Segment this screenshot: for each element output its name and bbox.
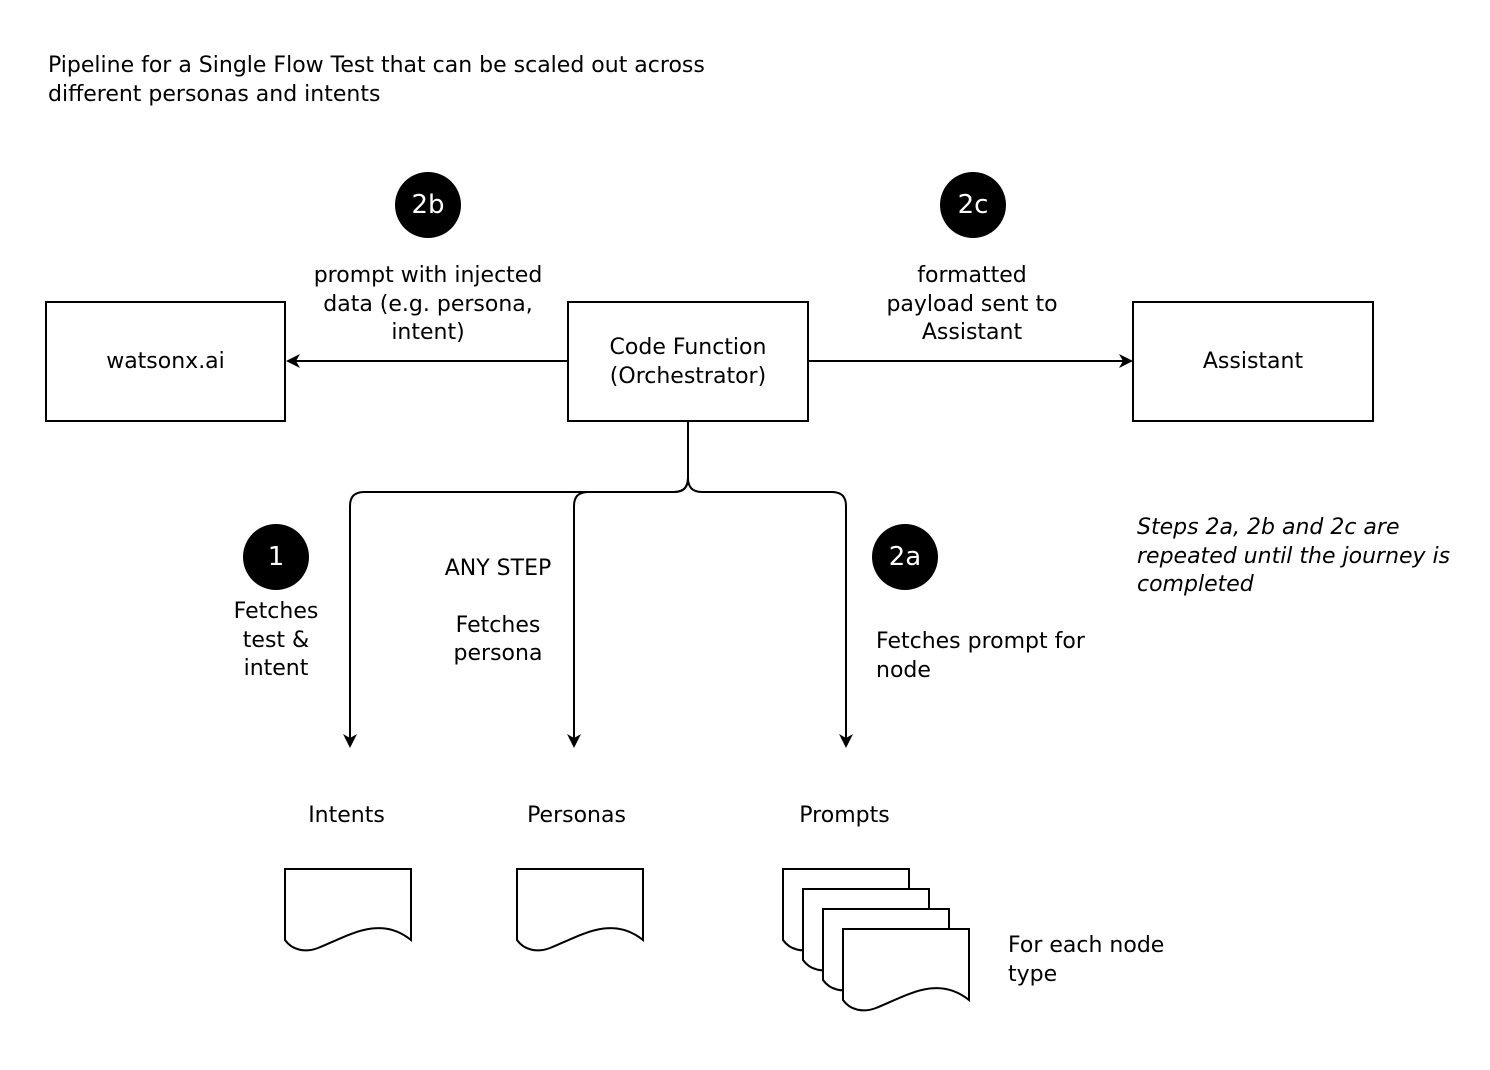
step-1-badge: 1 <box>243 524 309 590</box>
step-2b-description: prompt with injected data (e.g. persona,… <box>298 262 558 348</box>
step-2b-line-1: prompt with injected <box>313 263 543 288</box>
watsonx-label: watsonx.ai <box>106 349 225 374</box>
step-2c-line-2: payload sent to <box>886 291 1058 317</box>
step-2b-badge: 2b <box>395 172 461 238</box>
step-2a-badge-label: 2a <box>888 542 922 572</box>
step-2c-badge-label: 2c <box>957 190 989 220</box>
step-2c-badge: 2c <box>940 172 1006 238</box>
step-2c-description: formatted payload sent to Assistant <box>862 262 1082 348</box>
assistant-label: Assistant <box>1202 349 1304 374</box>
repeat-note: Steps 2a, 2b and 2c are repeated until t… <box>1137 514 1450 600</box>
prompts-document-stack-icon <box>782 868 970 1012</box>
title-line-2: different personas and intents <box>48 81 381 107</box>
prompts-note: For each node type <box>1008 932 1164 989</box>
step-1-description: Fetches test & intent <box>216 598 336 684</box>
step-2a-line-1: Fetches prompt for <box>876 629 1085 654</box>
prompts-label: Prompts <box>778 802 911 831</box>
repeat-note-line-3: completed <box>1137 572 1254 597</box>
step-1-line-2: test & <box>242 627 310 653</box>
intents-document-icon <box>284 868 412 952</box>
step-2c-line-3: Assistant <box>921 320 1023 345</box>
intents-label: Intents <box>280 802 413 831</box>
prompts-note-line-1: For each node <box>1008 933 1165 958</box>
orchestrator-label-line-2: (Orchestrator) <box>609 363 767 389</box>
step-2a-line-2: node <box>876 657 931 683</box>
step-1-badge-label: 1 <box>267 542 285 572</box>
step-1-line-1: Fetches <box>233 599 319 624</box>
repeat-note-line-2: repeated until the journey is <box>1137 543 1451 569</box>
step-1-line-3: intent <box>243 656 309 681</box>
personas-document-icon <box>516 868 644 952</box>
orchestrator-label-line-1: Code Function <box>609 334 767 360</box>
step-2b-badge-label: 2b <box>411 190 445 220</box>
intents-label-text: Intents <box>308 803 385 828</box>
any-step-line-1: Fetches <box>455 612 541 638</box>
any-step-heading: ANY STEP <box>444 556 552 581</box>
arrow-to-prompts <box>687 477 853 748</box>
prompts-note-line-2: type <box>1008 961 1058 987</box>
repeat-note-line-1: Steps 2a, 2b and 2c are <box>1137 515 1400 540</box>
personas-label: Personas <box>510 802 643 831</box>
watsonx-node: watsonx.ai <box>45 301 286 422</box>
step-2a-description: Fetches prompt for node <box>876 628 1085 685</box>
step-2b-line-3: intent) <box>391 320 465 345</box>
any-step-spacer <box>418 584 578 612</box>
orchestrator-node: Code Function (Orchestrator) <box>567 301 809 422</box>
personas-label-text: Personas <box>527 803 626 828</box>
step-2b-line-2: data (e.g. persona, <box>323 291 533 317</box>
any-step-description: ANY STEP Fetches persona <box>418 555 578 669</box>
step-2c-line-1: formatted <box>917 263 1027 288</box>
arrow-to-personas <box>567 477 689 748</box>
prompts-label-text: Prompts <box>799 803 890 828</box>
diagram-title: Pipeline for a Single Flow Test that can… <box>48 52 705 109</box>
assistant-node: Assistant <box>1132 301 1374 422</box>
title-line-1: Pipeline for a Single Flow Test that can… <box>48 53 705 78</box>
step-2a-badge: 2a <box>872 524 938 590</box>
any-step-line-2: persona <box>453 641 543 666</box>
